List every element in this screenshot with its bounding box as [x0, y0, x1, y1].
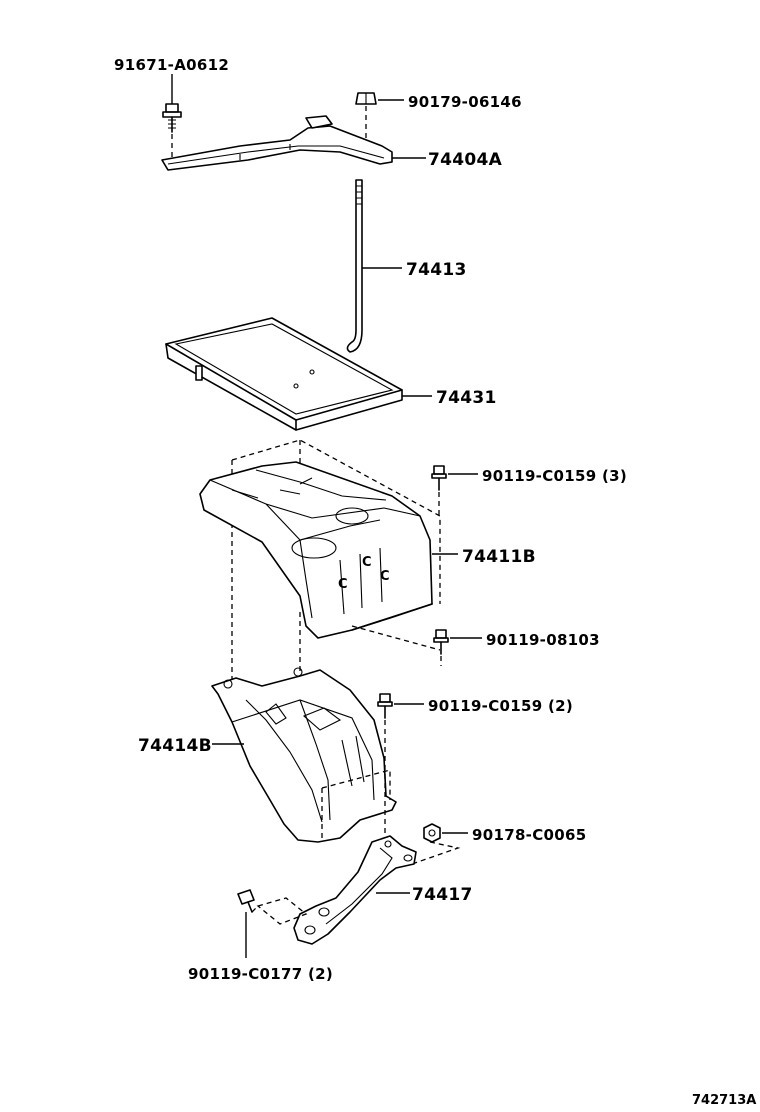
- battery-carrier-74411B: C C C: [199, 439, 458, 690]
- label-91671-A0612: 91671-A0612: [114, 56, 229, 74]
- bolt-90119-C0177-2-icon: [237, 889, 259, 958]
- lower-bracket-74414B: [211, 667, 397, 843]
- nut-90178-C0065-icon: [411, 823, 468, 865]
- label-90119-C0159-2: 90119-C0159 (2): [428, 697, 573, 715]
- svg-text:C: C: [362, 555, 372, 570]
- label-74414B: 74414B: [138, 736, 212, 756]
- label-74431: 74431: [436, 388, 497, 408]
- svg-text:C: C: [338, 577, 348, 592]
- nut-90179-icon: [355, 92, 404, 140]
- bolt-90119-08103-icon: [433, 629, 482, 666]
- battery-clamp-74404A: [161, 115, 426, 171]
- bolt-90119-C0159-2-icon: [377, 693, 424, 840]
- bolt-90119-C0159-3-icon: [431, 465, 478, 516]
- battery-stay-74417: [256, 835, 417, 945]
- label-74411B: 74411B: [462, 547, 536, 567]
- label-90119-C0177-2: 90119-C0177 (2): [188, 965, 333, 983]
- svg-text:C: C: [380, 569, 390, 584]
- label-90119-08103: 90119-08103: [486, 631, 600, 649]
- bolt-91671-icon: [162, 74, 182, 160]
- battery-tray-74431: [165, 317, 432, 431]
- label-74413: 74413: [406, 260, 467, 280]
- label-74417: 74417: [412, 885, 473, 905]
- hold-down-rod-74413: [346, 179, 402, 353]
- label-90179-06146: 90179-06146: [408, 93, 522, 111]
- label-90178-C0065: 90178-C0065: [472, 826, 586, 844]
- diagram-id: 742713A: [692, 1093, 756, 1108]
- label-74404A: 74404A: [428, 150, 503, 170]
- label-90119-C0159-3: 90119-C0159 (3): [482, 467, 627, 485]
